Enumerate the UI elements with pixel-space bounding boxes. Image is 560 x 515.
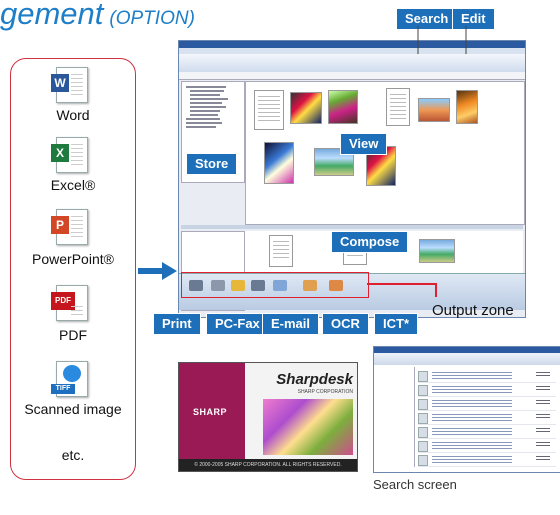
pdf-icon: PDF — [51, 285, 88, 321]
ocr-icon[interactable] — [273, 280, 287, 291]
output-zone-highlight — [181, 272, 369, 298]
print-icon[interactable] — [189, 280, 203, 291]
powerpoint-icon: P — [51, 209, 88, 245]
image-thumbnail[interactable] — [328, 90, 358, 124]
output-zone-label: Output zone — [432, 302, 514, 319]
scanner-icon[interactable] — [251, 280, 265, 291]
pane-divider[interactable] — [181, 225, 523, 229]
excel-label: Excel® — [50, 177, 96, 193]
splash-corp: SHARP CORPORATION — [297, 389, 353, 395]
view-pane[interactable] — [245, 81, 525, 225]
search-screen — [373, 346, 560, 473]
compose-zone-label: Compose — [331, 231, 409, 253]
edit-zone-label: Edit — [452, 8, 495, 30]
output-zone-connector — [435, 283, 437, 297]
heading-text: gement — [0, 0, 104, 31]
store-zone-label: Store — [186, 153, 238, 175]
page-thumbnail[interactable] — [269, 235, 293, 267]
print-label: Print — [153, 313, 201, 335]
tiff-icon: TIFF — [51, 361, 88, 397]
application-icon[interactable] — [329, 280, 343, 291]
arrow-right-icon — [138, 262, 177, 280]
output-zone-connector — [367, 283, 435, 285]
file-types-panel: W Word X Excel® P PowerPoint® PDF PDF TI… — [10, 58, 136, 480]
splash-artwork — [263, 399, 353, 455]
image-thumbnail[interactable] — [290, 92, 322, 124]
pc-fax-label: PC-Fax — [206, 313, 269, 335]
document-thumbnail[interactable] — [386, 88, 410, 126]
search-screen-label: Search screen — [373, 477, 457, 492]
title-bar — [179, 41, 525, 48]
pdf-label: PDF — [59, 327, 87, 343]
ict-icon[interactable] — [303, 280, 317, 291]
powerpoint-label: PowerPoint® — [32, 251, 114, 267]
output-zone-toolbar — [179, 273, 525, 310]
ocr-label: OCR — [322, 313, 369, 335]
splash-product-name: Sharpdesk — [276, 371, 353, 388]
splash-copyright: © 2000-2005 SHARP CORPORATION. ALL RIGHT… — [179, 459, 357, 471]
etc-label: etc. — [61, 447, 85, 463]
image-thumbnail[interactable] — [264, 142, 294, 184]
fax-icon[interactable] — [211, 280, 225, 291]
section-heading: gement(OPTION) — [0, 0, 195, 32]
search-zone-label: Search — [396, 8, 458, 30]
image-thumbnail[interactable] — [456, 90, 478, 124]
heading-option: (OPTION) — [109, 8, 195, 29]
zone-pointer-lines — [417, 26, 467, 54]
image-thumbnail[interactable] — [418, 98, 450, 122]
ict-label: ICT* — [374, 313, 418, 335]
menu-bar[interactable] — [179, 48, 525, 54]
word-label: Word — [56, 107, 90, 123]
address-bar[interactable] — [179, 72, 525, 80]
view-zone-label: View — [340, 133, 388, 155]
word-icon: W — [51, 67, 88, 103]
sharp-logo: SHARP — [193, 407, 228, 417]
document-thumbnail[interactable] — [254, 90, 284, 130]
scanned-image-label: Scanned image — [24, 401, 122, 417]
e-mail-label: E-mail — [262, 313, 320, 335]
mail-icon[interactable] — [231, 280, 245, 291]
sharpdesk-splash: Sharpdesk SHARP CORPORATION SHARP © 2000… — [178, 362, 358, 472]
toolbar[interactable] — [179, 54, 525, 73]
excel-icon: X — [51, 137, 88, 173]
page-thumbnail[interactable] — [419, 239, 455, 263]
